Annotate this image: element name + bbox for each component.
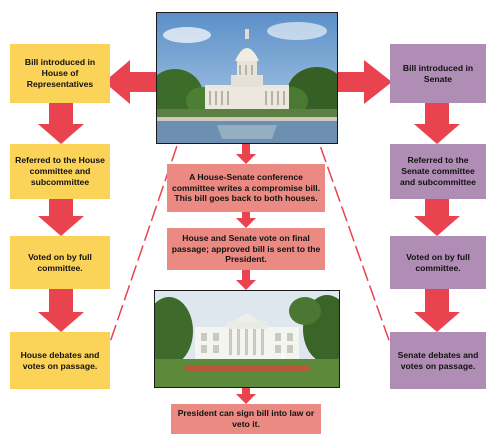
capitol-image <box>157 13 337 143</box>
senate-step-committee-vote: Voted on by full committee. <box>390 236 486 289</box>
house-step-committee: Referred to the House committee and subc… <box>10 144 110 199</box>
senate-step-committee: Referred to the Senate committee and sub… <box>390 144 486 199</box>
arrow-senate-3-4-head <box>414 312 460 332</box>
white-house-photo <box>154 290 340 388</box>
arrow-house-2-3 <box>38 199 84 236</box>
arrow-whitehouse-to-president <box>236 378 256 404</box>
arrow-senate-3-4 <box>414 289 460 312</box>
senate-step-debate: Senate debates and votes on passage. <box>390 332 486 389</box>
dashed-arrow-senate-to-capitol <box>313 129 397 361</box>
arrow-senate-2-3 <box>414 199 460 236</box>
final-passage-box: House and Senate vote on final passage; … <box>167 228 325 270</box>
house-step-debate: House debates and votes on passage. <box>10 332 110 389</box>
president-decision-box: President can sign bill into law or veto… <box>171 404 321 434</box>
conference-committee-box: A House-Senate conference committee writ… <box>167 164 325 212</box>
arrow-house-1-2 <box>38 103 84 144</box>
arrow-final-to-whitehouse <box>236 270 256 290</box>
arrow-capitol-to-house <box>104 60 156 104</box>
arrow-house-3-4 <box>38 289 84 332</box>
arrow-senate-1-2 <box>414 103 460 144</box>
senate-step-introduced: Bill introduced in Senate <box>390 44 486 103</box>
capitol-photo <box>156 12 338 144</box>
white-house-image <box>155 291 339 387</box>
house-step-committee-vote: Voted on by full committee. <box>10 236 110 289</box>
house-step-introduced: Bill introduced in House of Representati… <box>10 44 110 103</box>
arrow-capitol-to-conference <box>236 142 256 164</box>
arrow-capitol-to-senate <box>338 60 392 104</box>
arrow-conference-to-final <box>236 212 256 228</box>
